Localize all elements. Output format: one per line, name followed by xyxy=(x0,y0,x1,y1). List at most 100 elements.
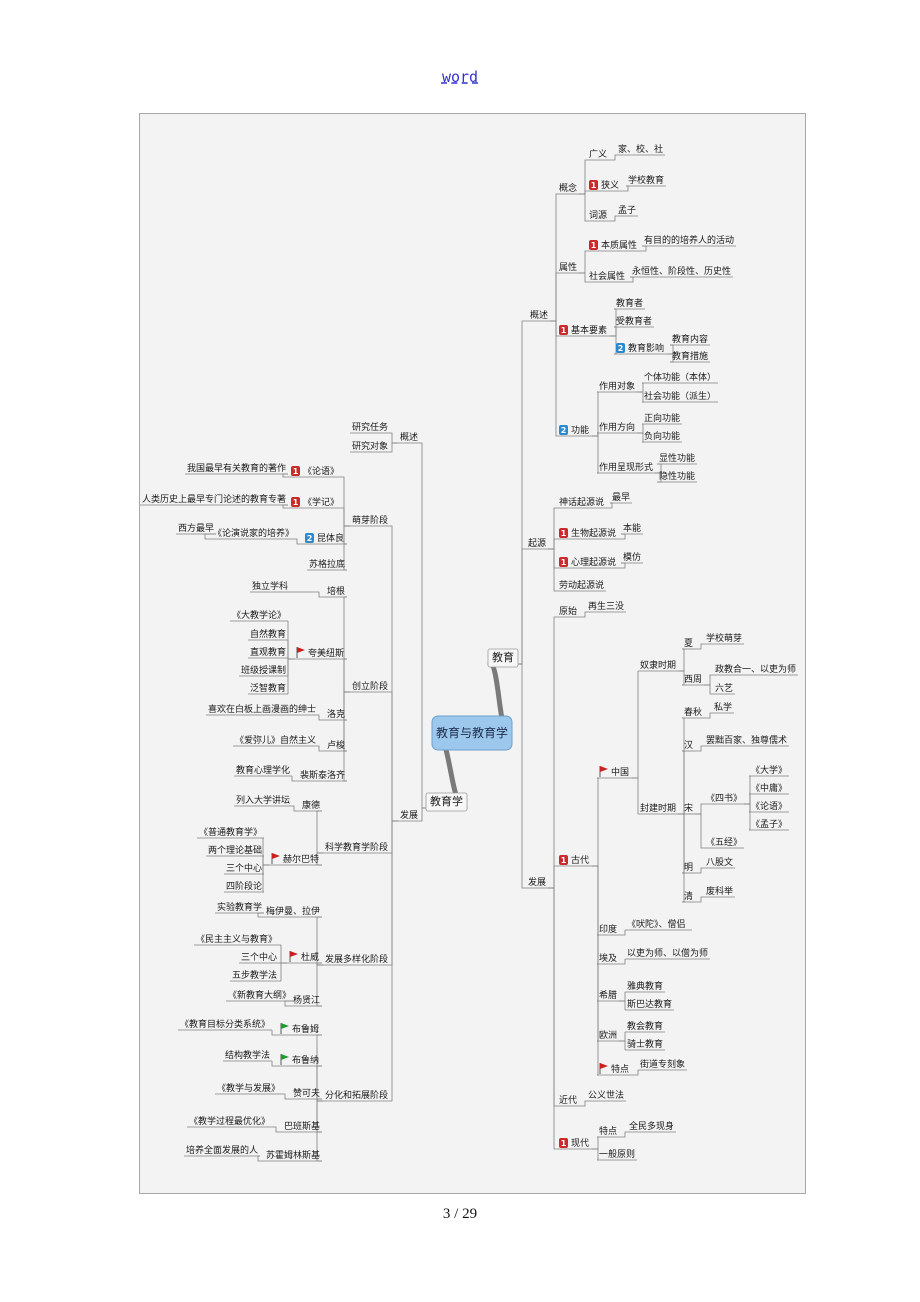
topic-psl1[interactable]: 教育心理学化 xyxy=(234,764,292,777)
topic-xj[interactable]: 1《学记》 xyxy=(289,496,342,509)
topic-kmn4[interactable]: 班级授课制 xyxy=(239,664,288,677)
topic-jb32[interactable]: 教育措施 xyxy=(670,350,710,363)
topic-aj[interactable]: 埃及 xyxy=(597,952,619,965)
topic-hb1[interactable]: 《普通教育学》 xyxy=(197,826,264,839)
topic-bln[interactable]: 布鲁纳 xyxy=(278,1054,322,1067)
topic-zg[interactable]: 中国 xyxy=(597,766,632,779)
topic-lk[interactable]: 洛克 xyxy=(325,708,347,721)
topic-sh2[interactable]: 神话起源说 xyxy=(557,496,606,509)
topic-kd1[interactable]: 列入大学讲坛 xyxy=(234,794,292,807)
topic-wj[interactable]: 《五经》 xyxy=(704,836,744,849)
topic-lk1[interactable]: 喜欢在白板上画漫画的绅士 xyxy=(206,703,318,716)
topic-hb3[interactable]: 三个中心 xyxy=(224,862,264,875)
topic-ming1[interactable]: 八股文 xyxy=(704,856,735,869)
topic-cl[interactable]: 创立阶段 xyxy=(350,680,390,693)
topic-qing1[interactable]: 废科举 xyxy=(704,885,735,898)
topic-gn[interactable]: 概念 xyxy=(557,182,579,195)
topic-td[interactable]: 特点 xyxy=(597,1063,632,1076)
topic-xy1[interactable]: 学校教育 xyxy=(626,174,666,187)
topic-ss1[interactable]: 《大学》 xyxy=(749,764,789,777)
topic-xz1[interactable]: 政教合一、以吏为师 xyxy=(713,663,798,676)
topic-blm1[interactable]: 《教育目标分类系统》 xyxy=(178,1018,272,1031)
topic-gy1[interactable]: 家、校、社 xyxy=(616,143,665,156)
topic-xz2[interactable]: 六艺 xyxy=(713,682,735,695)
topic-shm[interactable]: 苏霍姆林斯基 xyxy=(264,1149,322,1162)
topic-nl[interactable]: 奴隶时期 xyxy=(638,659,678,672)
topic-han1[interactable]: 罢黜百家、独尊儒术 xyxy=(704,734,789,747)
topic-pg[interactable]: 培根 xyxy=(325,585,347,598)
topic-ls[interactable]: 卢梭 xyxy=(325,739,347,752)
topic-zc[interactable]: 作用呈现形式 xyxy=(597,461,655,474)
topic-gs[interactable]: 概述 xyxy=(528,309,550,322)
topic-ly1[interactable]: 我国最早有关教育的著作 xyxy=(185,462,288,475)
topic-dw[interactable]: 杜威 xyxy=(287,951,322,964)
topic-zd[interactable]: 作用对象 xyxy=(597,380,637,393)
topic-edu[interactable]: 教育 xyxy=(487,648,519,668)
topic-ming[interactable]: 明 xyxy=(682,862,695,874)
topic-bbs[interactable]: 巴班斯基 xyxy=(282,1120,322,1133)
topic-aj1[interactable]: 以吏为师、以僧为师 xyxy=(625,947,710,960)
topic-myb1[interactable]: 实验教育学 xyxy=(215,901,264,914)
topic-bbs1[interactable]: 《教学过程最优化》 xyxy=(187,1115,272,1128)
topic-oz[interactable]: 欧洲 xyxy=(597,1029,619,1042)
topic-dw3[interactable]: 五步教学法 xyxy=(230,969,279,982)
topic-yfz[interactable]: 发展 xyxy=(398,809,420,822)
topic-blm[interactable]: 布鲁姆 xyxy=(278,1023,322,1036)
topic-sw1[interactable]: 本能 xyxy=(621,522,643,535)
topic-jb31[interactable]: 教育内容 xyxy=(670,333,710,346)
topic-xd2[interactable]: 一般原则 xyxy=(597,1148,637,1161)
topic-zc1[interactable]: 显性功能 xyxy=(657,452,697,465)
topic-ss[interactable]: 《四书》 xyxy=(704,793,744,805)
topic-kmn5[interactable]: 泛智教育 xyxy=(248,682,288,695)
topic-jb1[interactable]: 教育者 xyxy=(614,297,645,310)
topic-xj1[interactable]: 人类历史上最早专门论述的教育专著 xyxy=(140,493,288,506)
topic-ls1[interactable]: 《爱弥儿》自然主义 xyxy=(233,734,318,747)
topic-fj[interactable]: 封建时期 xyxy=(638,802,678,815)
topic-zd2[interactable]: 社会功能（派生） xyxy=(642,390,718,403)
topic-kmn3[interactable]: 直观教育 xyxy=(248,646,288,659)
topic-zf[interactable]: 作用方向 xyxy=(597,421,637,434)
topic-kx[interactable]: 科学教育学阶段 xyxy=(323,841,390,854)
topic-oz1[interactable]: 教会教育 xyxy=(625,1020,665,1033)
topic-cq[interactable]: 春秋 xyxy=(682,706,704,719)
topic-xl22[interactable]: 斯巴达教育 xyxy=(625,998,674,1011)
topic-jb2[interactable]: 受教育者 xyxy=(614,315,654,328)
topic-fh[interactable]: 分化和拓展阶段 xyxy=(323,1089,390,1102)
topic-kt1[interactable]: 《论演说家的培养》 xyxy=(211,527,296,540)
topic-cy[interactable]: 词源 xyxy=(587,210,609,222)
topic-yd[interactable]: 印度 xyxy=(597,923,619,936)
topic-xia1[interactable]: 学校萌芽 xyxy=(704,632,744,645)
topic-cy1[interactable]: 孟子 xyxy=(616,205,638,217)
topic-xd1[interactable]: 特点 xyxy=(597,1125,619,1138)
header-word-link[interactable]: word xyxy=(441,68,479,86)
topic-my[interactable]: 萌芽阶段 xyxy=(350,514,390,527)
topic-zkf1[interactable]: 《教学与发展》 xyxy=(215,1082,282,1095)
topic-xd11[interactable]: 全民多现身 xyxy=(627,1120,676,1133)
topic-hb4[interactable]: 四阶段论 xyxy=(224,880,264,893)
topic-qing[interactable]: 清 xyxy=(682,890,695,903)
topic-xl1[interactable]: 模仿 xyxy=(621,551,643,564)
topic-ys[interactable]: 原始 xyxy=(557,605,579,618)
topic-shm1[interactable]: 培养全面发展的人 xyxy=(184,1144,260,1157)
topic-kmn2[interactable]: 自然教育 xyxy=(248,628,288,641)
topic-bz1[interactable]: 有目的的培养人的活动 xyxy=(642,234,736,247)
topic-jd1[interactable]: 公义世法 xyxy=(586,1089,626,1102)
topic-td1[interactable]: 街道专刻象 xyxy=(638,1058,687,1071)
topic-song[interactable]: 宋 xyxy=(682,802,695,815)
topic-kmn1[interactable]: 《大教学论》 xyxy=(230,609,288,622)
topic-sgl[interactable]: 苏格拉底 xyxy=(307,558,347,571)
topic-han[interactable]: 汉 xyxy=(682,740,695,752)
topic-sx[interactable]: 属性 xyxy=(557,261,579,274)
topic-kt2[interactable]: 西方最早 xyxy=(176,522,216,535)
topic-xia[interactable]: 夏 xyxy=(682,638,695,650)
root-node[interactable]: 教育与教育学 xyxy=(431,715,513,751)
topic-yxj1[interactable]: 《新教育大纲》 xyxy=(226,989,293,1002)
topic-dw1[interactable]: 《民主主义与教育》 xyxy=(194,933,279,946)
